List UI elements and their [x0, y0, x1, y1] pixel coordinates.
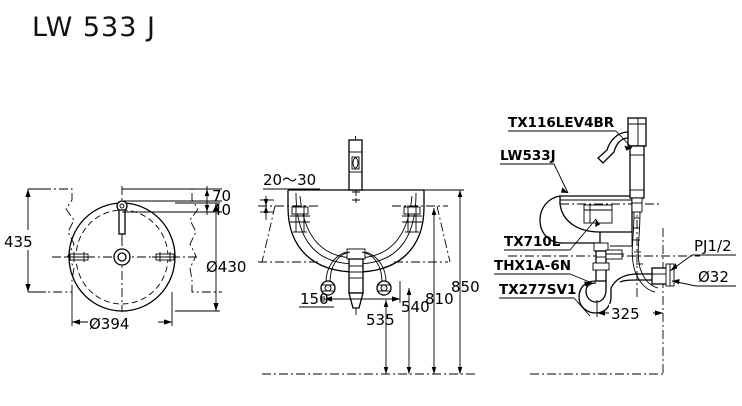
page-title: LW 533 J: [32, 12, 156, 43]
dimension-40-label: 40: [212, 201, 231, 219]
dimension-540-label: 540: [401, 298, 430, 316]
label-supply: THX1A-6N: [494, 258, 593, 287]
label-basin: LW533J: [500, 148, 569, 194]
bracket-right-section: [402, 205, 422, 233]
counter-edge-left: [42, 188, 75, 293]
dimension-diameter-430: Ø430: [175, 202, 246, 312]
side-view: TX116LEV4BR LW533J TX710L THX1A-6N: [494, 115, 736, 375]
bracket-left-section: [290, 205, 310, 233]
dimension-850: 850: [424, 189, 480, 374]
dimension-20-30-label: 20～30: [263, 171, 316, 189]
label-drain-text: TX710L: [504, 234, 561, 250]
counter-edge-right: [189, 188, 222, 293]
dimension-diameter-430-label: Ø430: [206, 258, 246, 276]
counter-taper-left: [261, 205, 276, 263]
dimension-810: 810: [425, 208, 454, 374]
overflow-mark: [352, 198, 360, 203]
basin-mount-side: [583, 204, 613, 224]
dimension-810-label: 810: [425, 290, 454, 308]
dimension-325-label: 325: [611, 305, 640, 323]
dimension-435-label: 435: [4, 233, 33, 251]
label-faucet-text: TX116LEV4BR: [508, 115, 615, 131]
dimension-diameter-394-label: Ø394: [89, 315, 129, 333]
dimension-70-40: 70 40: [122, 186, 231, 219]
basin-wall-bracket-side: [610, 232, 633, 247]
label-supply-text: THX1A-6N: [494, 258, 571, 274]
dimension-535-label: 535: [366, 311, 395, 329]
dimension-325: 325: [596, 300, 663, 323]
dimension-70-label: 70: [212, 187, 231, 205]
supply-hoses-section: [320, 251, 392, 296]
dimension-850-label: 850: [451, 278, 480, 296]
supply-hose-side: [631, 211, 659, 293]
bracket-left-top: [66, 252, 92, 262]
faucet-section: [348, 136, 363, 191]
label-basin-text: LW533J: [500, 148, 556, 164]
faucet-side: [597, 117, 647, 213]
label-trap-text: TX277SV1: [499, 282, 576, 298]
callout-pipe-diameter-text: Ø32: [698, 268, 729, 286]
label-trap: TX277SV1: [499, 282, 591, 317]
dimension-540: 540: [401, 288, 430, 374]
dimension-435: 435: [2, 188, 46, 293]
counter-taper-right: [436, 205, 451, 263]
basin-skirt-side: [539, 195, 601, 244]
basin-profile-side: [559, 195, 633, 233]
faucet-hole-inner-top: [119, 203, 125, 209]
dimension-20-30: 20～30: [260, 171, 320, 220]
dimension-diameter-394: Ø394: [71, 292, 173, 333]
top-view: 435 Ø430 Ø394: [2, 186, 246, 333]
section-view: 20～30 150: [258, 136, 480, 375]
bracket-right-top: [152, 252, 178, 262]
callout-thread-size-text: PJ1/2: [694, 237, 732, 255]
faucet-body-top: [118, 209, 126, 235]
label-faucet: TX116LEV4BR: [508, 115, 633, 151]
dimension-150-label: 150: [300, 290, 329, 308]
callout-thread-size: PJ1/2: [669, 237, 736, 272]
dimension-150: 150: [299, 281, 401, 308]
trap-assembly-side: [578, 242, 675, 314]
label-drain: TX710L: [504, 218, 600, 251]
drain-assembly-section: [346, 190, 366, 315]
callout-pipe-diameter: Ø32: [671, 268, 736, 287]
dimension-535: 535: [366, 300, 395, 374]
drain-hole-inner: [117, 252, 127, 262]
